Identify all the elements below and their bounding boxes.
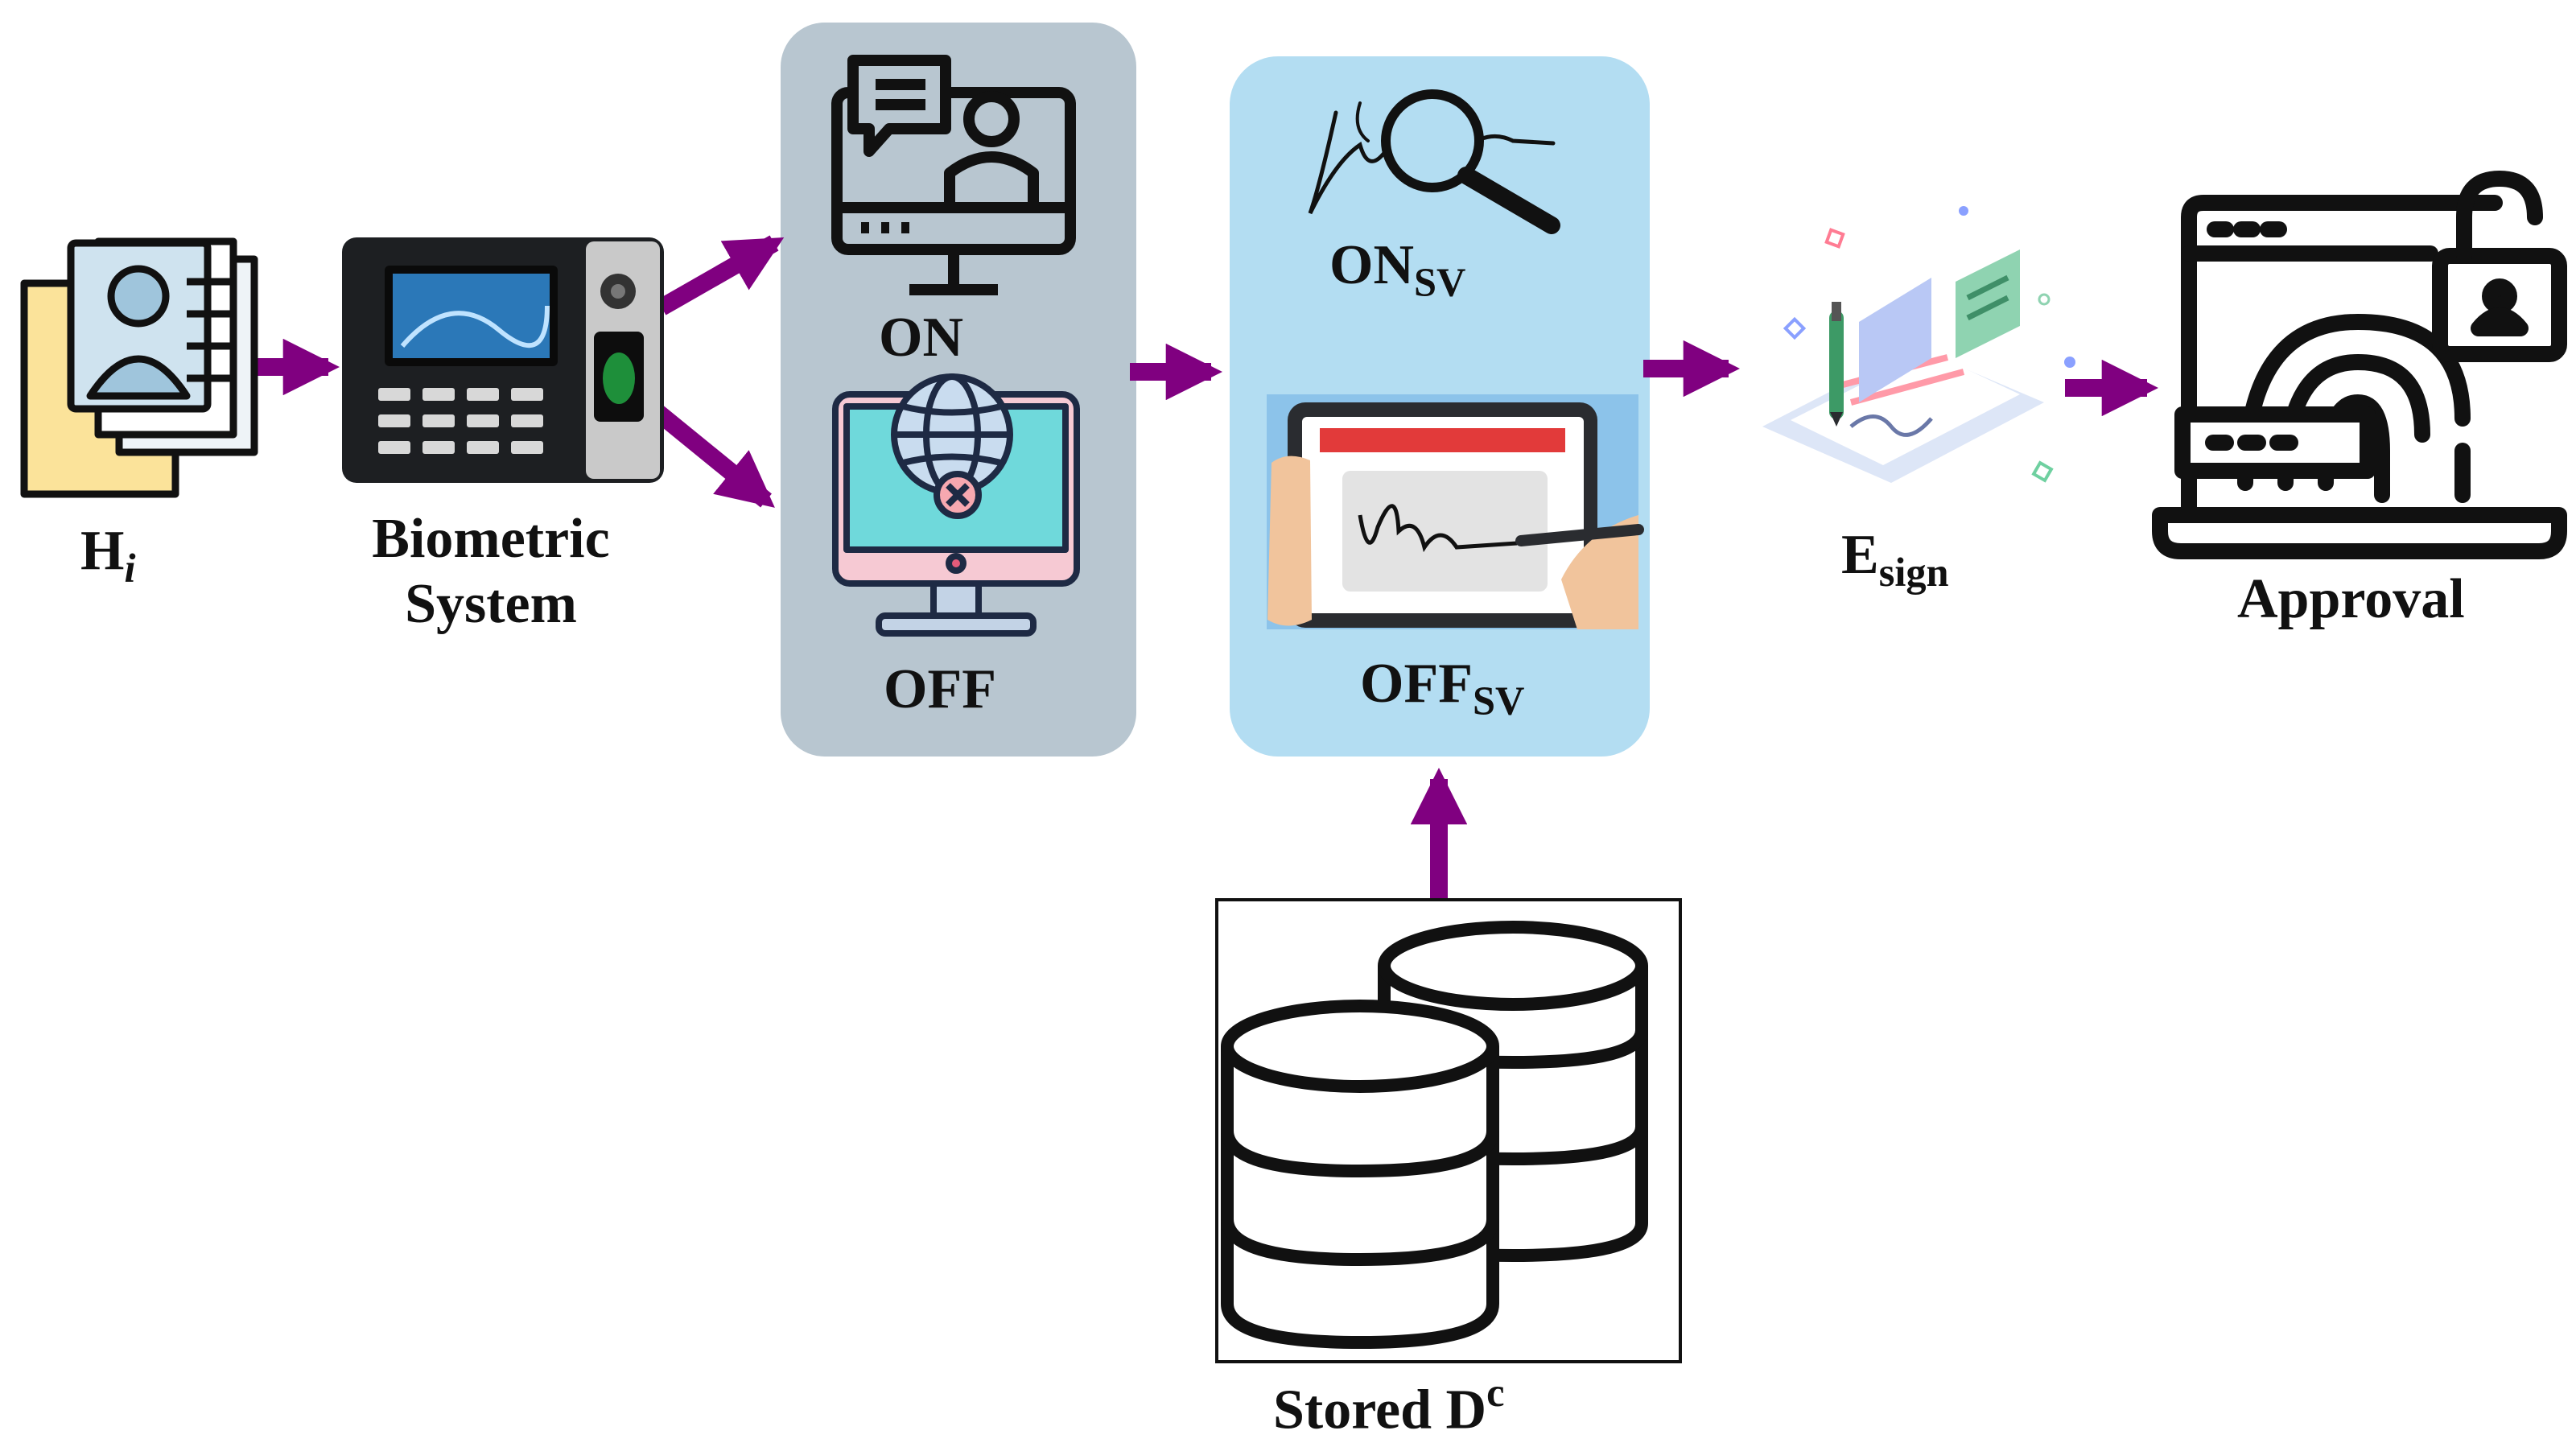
tablet-signing-icon: [1267, 394, 1644, 629]
label-off: OFF: [884, 658, 996, 720]
arrow-biometric-to-off: [648, 402, 775, 508]
digital-document-sign-icon: [1762, 206, 2075, 483]
label-biometric-line2: System: [405, 572, 577, 635]
arrow-biometric-to-on: [657, 235, 785, 315]
label-biometric-line1: Biometric: [372, 508, 610, 570]
label-onsv: ONSV: [1329, 237, 1465, 303]
flow-arrows: [256, 235, 2159, 900]
label-esign-base: E: [1841, 524, 1879, 586]
label-offsv: OFFSV: [1360, 656, 1524, 722]
signature-magnifier-icon: [1308, 89, 1560, 234]
label-hi-base: H: [80, 520, 125, 582]
label-stored-base: Stored D: [1273, 1379, 1487, 1441]
database-icon: [1215, 898, 1682, 1363]
label-onsv-base: ON: [1329, 234, 1414, 296]
label-stored-sup: c: [1486, 1370, 1505, 1415]
label-biometric-system: Biometric System: [330, 507, 652, 637]
label-esign-sub: sign: [1878, 550, 1949, 596]
label-offsv-sub: SV: [1472, 678, 1525, 724]
label-approval: Approval: [2237, 568, 2465, 630]
person-documents-icon: [20, 237, 258, 498]
label-onsv-sub: SV: [1414, 260, 1466, 306]
fingerprint-lock-laptop-icon: [2152, 171, 2567, 559]
label-esign: Esign: [1841, 527, 1949, 593]
label-offsv-base: OFF: [1360, 653, 1473, 715]
label-hi: Hi: [80, 523, 135, 589]
fingerprint-terminal-icon: [342, 237, 664, 483]
label-on: ON: [879, 307, 963, 369]
label-stored-dc: Stored Dc: [1273, 1372, 1504, 1439]
online-video-monitor-icon: [831, 55, 1076, 295]
offline-globe-monitor-icon: [832, 373, 1080, 637]
label-hi-sub: i: [124, 546, 136, 592]
